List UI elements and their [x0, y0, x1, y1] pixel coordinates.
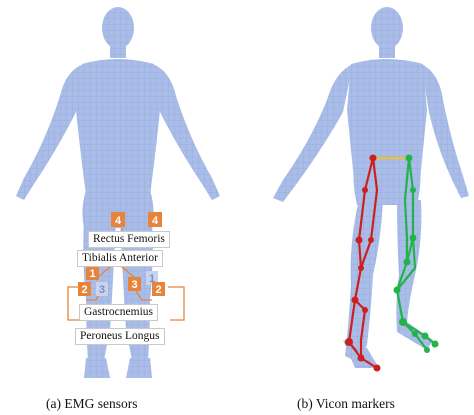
caption-panel-b: (b) Vicon markers	[297, 396, 395, 411]
sensor-marker: 2	[78, 282, 91, 296]
body-mesh-figure-a: 4 4 1 2 3 3 1 2	[16, 7, 220, 378]
sensor-number: 3	[99, 284, 105, 296]
body-mesh-figure-b	[273, 7, 469, 372]
sensor-marker: 2	[152, 282, 165, 296]
sensor-number: 3	[131, 279, 137, 291]
sensor-marker: 1	[86, 266, 99, 280]
sensor-marker: 3	[128, 277, 141, 291]
sensor-number: 2	[155, 284, 161, 296]
sensor-marker: 4	[148, 212, 162, 227]
vicon-markers-left-leg	[393, 154, 439, 353]
sensor-number: 4	[115, 215, 122, 227]
muscle-label-tibialis-anterior: Tibialis Anterior	[77, 250, 163, 267]
sensor-number: 1	[149, 273, 155, 285]
sensor-number: 4	[152, 215, 159, 227]
sensor-marker: 3	[96, 282, 108, 296]
muscle-label-peroneus-longus: Peroneus Longus	[75, 328, 165, 345]
muscle-label-gastrocnemius: Gastrocnemius	[79, 304, 158, 321]
panel-emg-sensors: 4 4 1 2 3 3 1 2 Rectus Femor	[16, 7, 220, 411]
sensor-number: 2	[81, 284, 87, 296]
sensor-marker: 1	[146, 271, 158, 285]
muscle-label-rectus-femoris: Rectus Femoris	[88, 231, 170, 248]
panel-vicon-markers: (b) Vicon markers	[237, 0, 474, 415]
caption-panel-a: (a) EMG sensors	[46, 396, 138, 411]
sensor-number: 1	[89, 268, 95, 280]
sensor-marker: 4	[111, 212, 125, 227]
vicon-markers-right-leg	[345, 154, 381, 372]
